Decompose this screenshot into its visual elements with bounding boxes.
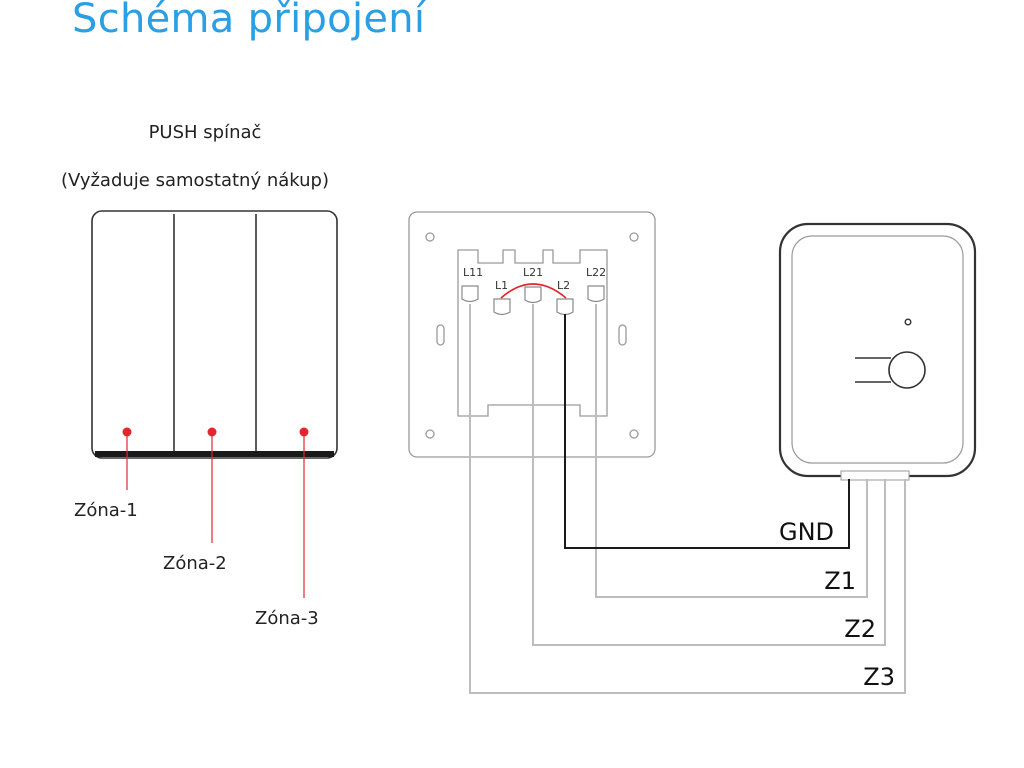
terminal-l21 [524,286,542,304]
terminal-block-outline [457,249,608,417]
wires [469,304,906,694]
zone-2-dot [207,427,217,437]
controller-module [778,222,977,481]
terminal-label-l11: L11 [463,266,483,279]
screw-hole-bottom-right [629,429,639,439]
mount-slot-left [436,324,445,346]
terminal-label-l1: L1 [495,279,508,292]
status-led [904,318,912,326]
push-switch-bottom-edge [95,451,334,457]
push-switch-note: (Vyžaduje samostatný nákup) [61,170,329,191]
zone-3-label: Zóna-3 [255,608,319,629]
zone-1-label: Zóna-1 [74,500,138,521]
screw-hole-top-left [425,232,435,242]
terminals [461,285,605,316]
terminal-l2 [556,298,574,316]
screw-hole-bottom-left [425,429,435,439]
wire-z3 [469,304,906,694]
controller-inner-face [791,235,964,464]
push-switch [91,210,338,459]
terminal-label-l21: L21 [523,266,543,279]
controller-wire-port [840,470,910,481]
push-switch-body [91,210,338,459]
wire-z1 [595,304,868,598]
zone-1-dot [122,427,132,437]
terminal-label-l22: L22 [586,266,606,279]
zone-3-dot [299,427,309,437]
page-title: Schéma připojení [72,0,426,42]
wire-z2 [532,304,886,646]
bridge-wire [500,283,567,299]
push-switch-label: PUSH spínač [149,122,262,143]
terminal-l22 [587,285,605,303]
wire-label-z3: Z3 [863,663,895,691]
wire-label-gnd: GND [779,518,834,546]
terminal-label-l2: L2 [557,279,570,292]
terminal-l1 [493,298,511,316]
wire-gnd [564,314,850,549]
screw-hole-top-right [629,232,639,242]
zone-markers [122,427,309,598]
pairing-key-icon [855,351,926,389]
wire-label-z1: Z1 [824,567,856,595]
wire-label-z2: Z2 [844,615,876,643]
mount-slot-right [618,324,627,346]
terminal-l11 [461,285,479,303]
zone-2-label: Zóna-2 [163,553,227,574]
